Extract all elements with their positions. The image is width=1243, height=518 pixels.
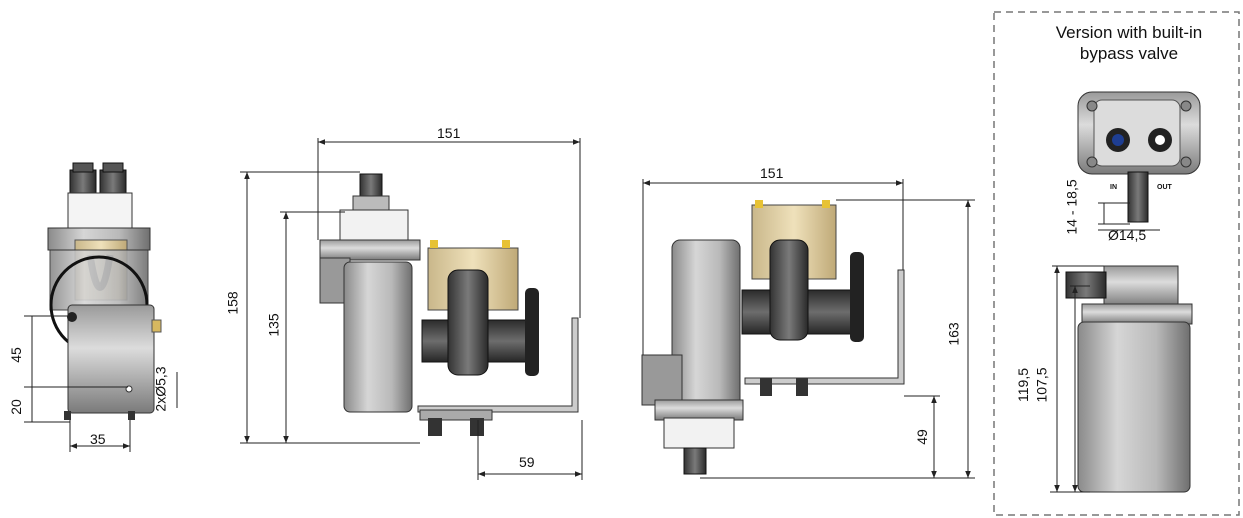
side2-feet	[760, 378, 808, 396]
bypass-side-head	[1103, 265, 1179, 307]
front-knob-left	[69, 162, 97, 195]
dim-bypass-nozzle-range: 14 - 18,5	[1063, 179, 1080, 235]
side1-nut	[352, 195, 390, 211]
front-housing-screw	[67, 312, 77, 322]
dim-front-35: 35	[90, 431, 106, 447]
front-motor-body	[49, 249, 149, 311]
bypass-dashed-frame	[993, 11, 1240, 516]
bypass-label-in: IN	[1110, 184, 1117, 191]
bypass-title-line2: bypass valve	[1079, 44, 1179, 63]
side2-lower-block	[641, 354, 683, 406]
side2-bottom-plate	[654, 399, 744, 421]
dim-front-45: 45	[7, 347, 24, 363]
bypass-nozzle	[1127, 171, 1149, 223]
front-connector	[151, 319, 162, 333]
dim-side2-bracket-height: 49	[913, 429, 930, 445]
side1-knob	[359, 173, 383, 199]
dim-side1-height-total: 158	[224, 291, 241, 315]
bypass-title: Version with built-in bypass valve	[1024, 22, 1234, 64]
bypass-side-housing	[1077, 321, 1191, 493]
side1-feet	[428, 418, 484, 436]
front-valve-head	[67, 192, 133, 229]
front-knob-right	[99, 162, 127, 195]
front-housing	[67, 304, 155, 414]
dim-front-20: 20	[7, 399, 24, 415]
bypass-panel	[993, 11, 1240, 516]
bypass-title-line1: Version with built-in	[1055, 23, 1203, 42]
bypass-side-knob	[1065, 271, 1107, 299]
dim-side1-bracket: 59	[519, 454, 535, 470]
side-view-1	[319, 173, 579, 436]
side1-roller	[447, 269, 489, 376]
side2-bracket	[744, 269, 905, 385]
side1-valve-block	[339, 209, 409, 243]
dim-bypass-nozzle-dia: Ø14,5	[1108, 227, 1147, 243]
side1-flange	[525, 288, 539, 376]
side2-flange	[850, 252, 864, 342]
front-view	[47, 162, 162, 420]
front-feet	[64, 411, 135, 420]
dim-side2-height: 163	[945, 322, 962, 346]
side1-bracket	[417, 317, 579, 413]
dim-side1-width: 151	[437, 125, 461, 141]
side2-valve-block	[663, 417, 735, 449]
side2-roller	[769, 239, 809, 341]
side1-housing	[343, 261, 413, 413]
side-view-2	[641, 200, 905, 475]
dim-side2-width: 151	[760, 165, 784, 181]
side1-top-plate	[319, 239, 421, 261]
dim-side1-height-inner: 135	[265, 313, 282, 337]
dimension-lines	[24, 138, 1160, 493]
dim-front-hole: 2xØ5,3	[152, 366, 169, 412]
side2-knob	[683, 447, 707, 475]
dim-bypass-height-total: 119,5	[1015, 368, 1031, 402]
bypass-side-plate	[1081, 303, 1193, 325]
bypass-label-out: OUT	[1157, 184, 1172, 191]
dim-bypass-height-inner: 107,5	[1033, 367, 1050, 403]
